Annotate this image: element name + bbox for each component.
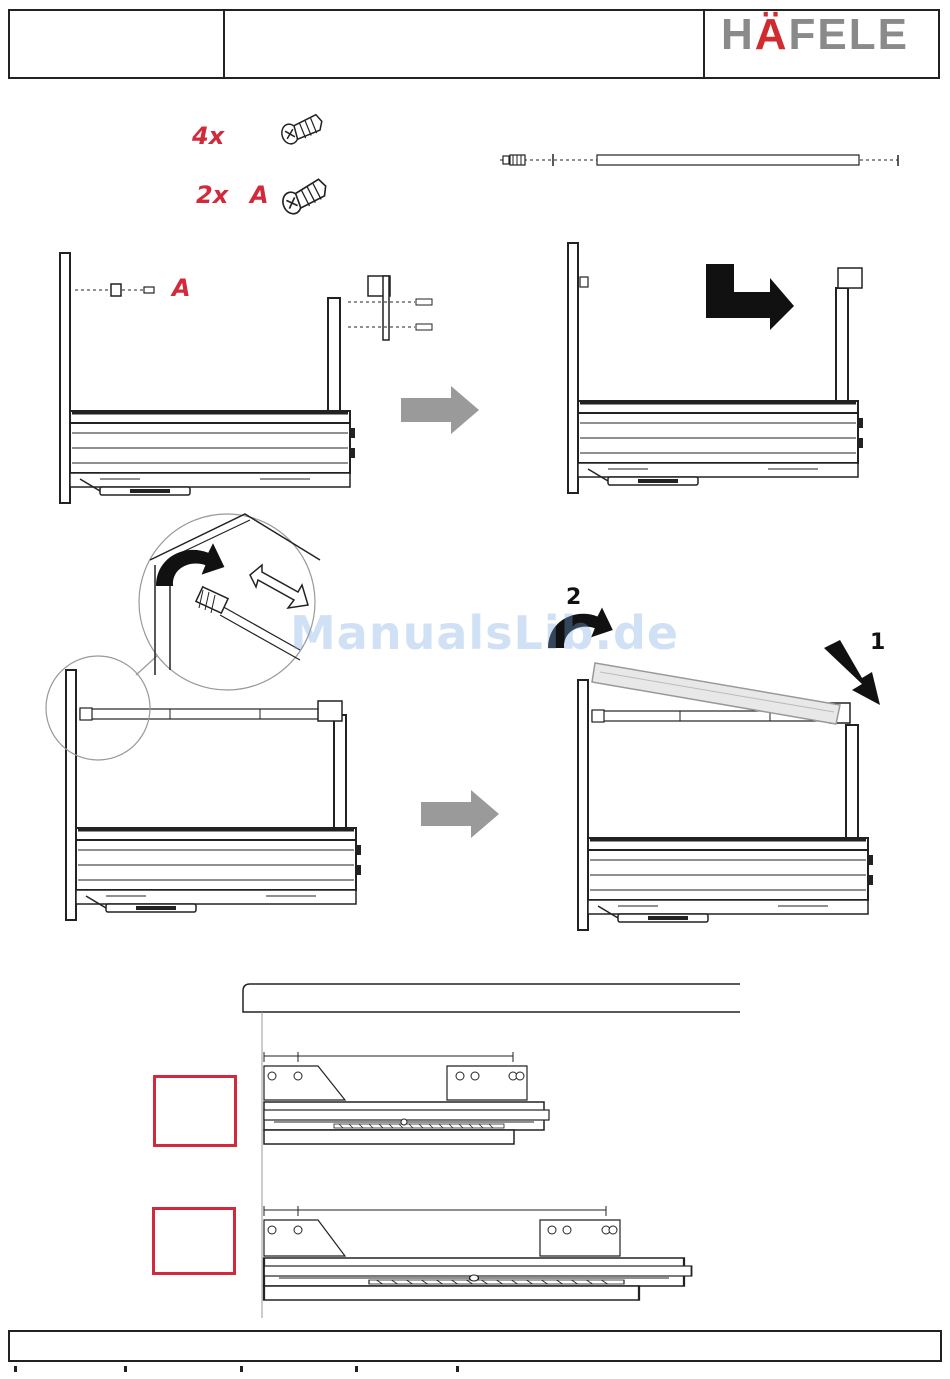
rod-exploded-view <box>500 154 898 166</box>
footer-tick <box>456 1366 459 1372</box>
footer-tick <box>240 1366 243 1372</box>
detail-small-circle <box>46 656 150 760</box>
section-bracket <box>243 984 740 1012</box>
bent-arrow-icon <box>706 264 794 330</box>
down-arrow-step1-icon <box>824 640 880 705</box>
rod-installed-left <box>80 701 342 721</box>
watermark: ManualsLib.de <box>290 606 679 660</box>
step1-fixings <box>75 276 432 340</box>
arrow-next-step-1 <box>401 386 479 434</box>
arrow-next-step-2 <box>421 790 499 838</box>
footer-tick <box>355 1366 358 1372</box>
screw-icon <box>279 114 325 146</box>
drawer-step3-left <box>66 670 361 920</box>
variant-2-marker <box>152 1207 236 1275</box>
footer-bar <box>8 1330 942 1362</box>
runner-variant-2 <box>264 1206 692 1300</box>
screw-a-icon <box>279 178 331 217</box>
variant-1-marker <box>153 1075 237 1147</box>
footer-tick <box>14 1366 17 1372</box>
drawer-step1 <box>60 253 355 503</box>
runner-variant-1 <box>264 1052 549 1144</box>
footer-tick <box>124 1366 127 1372</box>
